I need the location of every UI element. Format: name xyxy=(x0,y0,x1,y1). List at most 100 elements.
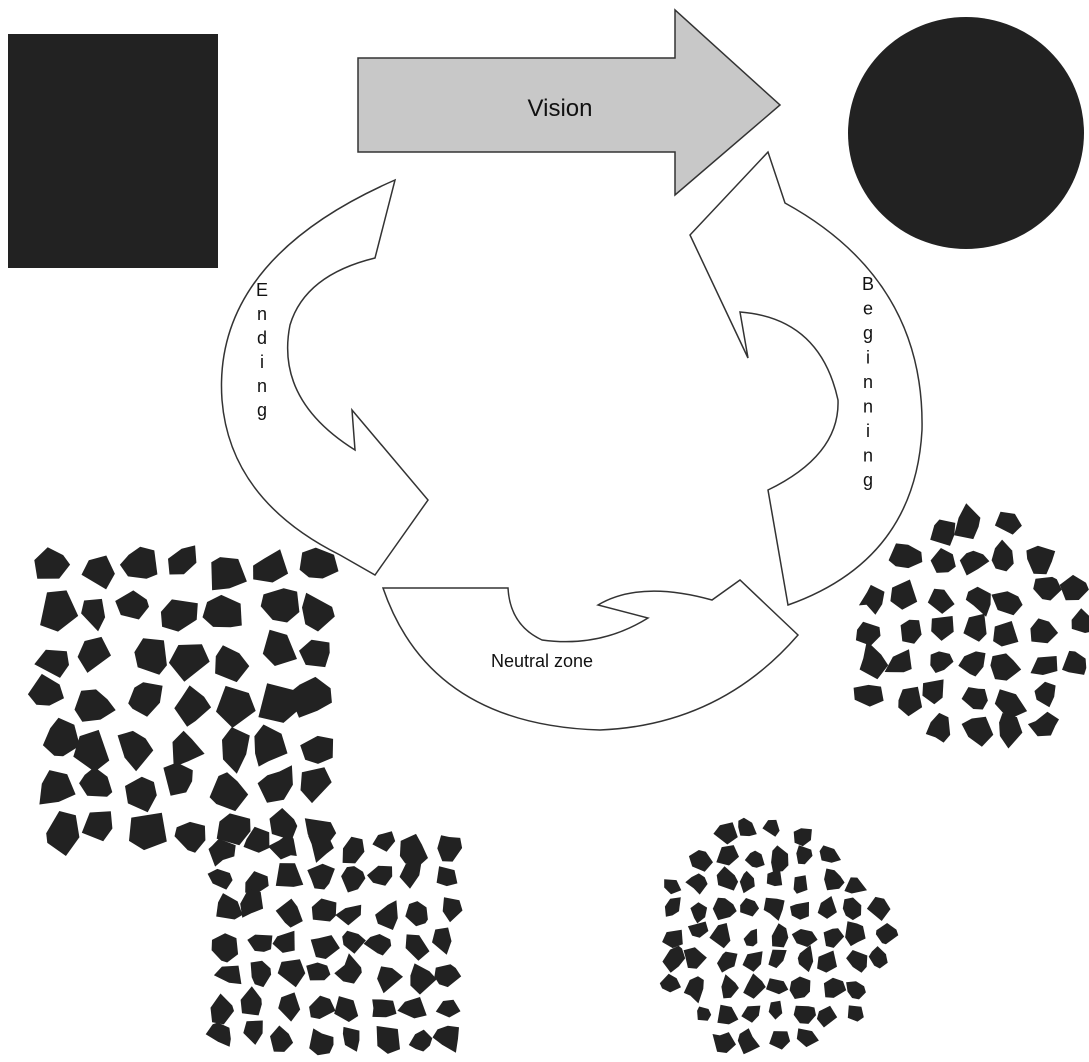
fragment xyxy=(432,927,452,955)
fragment xyxy=(930,651,954,673)
fragment xyxy=(855,621,881,646)
fragment xyxy=(845,921,866,947)
fragment xyxy=(74,689,116,722)
fragment xyxy=(275,898,303,928)
fragment xyxy=(954,503,981,540)
fragment xyxy=(884,649,912,673)
fragment xyxy=(405,934,430,961)
fragment xyxy=(842,897,862,921)
fragment xyxy=(262,629,297,666)
fragment xyxy=(853,684,884,707)
fragment xyxy=(925,712,951,743)
fragment xyxy=(888,543,923,569)
fragment xyxy=(927,588,955,614)
fragment xyxy=(817,950,837,973)
fragment xyxy=(79,767,113,797)
fragment xyxy=(712,1032,736,1053)
fragment xyxy=(168,545,197,575)
fragment xyxy=(405,901,428,927)
fragment xyxy=(875,923,899,945)
fragment xyxy=(796,845,813,865)
fragment xyxy=(300,735,334,764)
fragment xyxy=(994,511,1022,535)
fragment xyxy=(289,676,332,718)
fragment xyxy=(965,586,991,617)
fragment xyxy=(1071,608,1089,633)
fragment xyxy=(342,836,365,864)
fragment xyxy=(342,930,366,954)
fragment xyxy=(1030,618,1059,644)
neutral-zone-arrow: Neutral zone xyxy=(381,579,800,731)
fragment xyxy=(664,897,681,917)
fragment xyxy=(202,594,242,628)
fragment xyxy=(697,1006,712,1021)
fragment xyxy=(721,974,739,999)
fragment xyxy=(437,835,463,862)
fragment xyxy=(793,875,808,894)
fragment xyxy=(81,598,106,632)
fragment xyxy=(1059,574,1089,601)
fragment xyxy=(243,826,270,853)
fragment xyxy=(690,902,708,924)
fragment xyxy=(208,838,236,867)
fragment xyxy=(999,713,1023,749)
fragment xyxy=(115,590,149,620)
fragment xyxy=(375,900,398,930)
fragment xyxy=(247,934,273,952)
fragment xyxy=(846,981,866,1000)
fragment xyxy=(73,729,110,772)
fragment xyxy=(1030,656,1058,675)
fragment xyxy=(991,591,1023,616)
fragment xyxy=(796,1028,819,1048)
fragment xyxy=(209,772,249,812)
fragment xyxy=(823,977,847,998)
fragment xyxy=(300,767,332,804)
fragment xyxy=(125,776,157,813)
fragment xyxy=(240,888,264,918)
fragment xyxy=(77,636,111,673)
fragment xyxy=(399,833,428,868)
fragment xyxy=(743,973,766,999)
fragment xyxy=(859,640,889,680)
fragment xyxy=(258,683,299,723)
fragment xyxy=(659,973,681,993)
fragment xyxy=(791,929,818,947)
fragment xyxy=(990,653,1022,681)
fragment xyxy=(334,953,362,984)
fragment xyxy=(299,639,330,668)
fragment xyxy=(377,966,403,994)
fragment xyxy=(744,850,765,868)
fragment xyxy=(408,1029,433,1052)
fragment xyxy=(743,928,758,947)
fragment xyxy=(688,850,713,872)
fragment xyxy=(958,651,986,677)
fragment xyxy=(272,930,295,953)
fragment xyxy=(376,1026,400,1054)
fragment xyxy=(816,1005,838,1028)
fragment xyxy=(211,933,239,963)
fragment xyxy=(717,951,738,973)
fragment xyxy=(81,555,115,590)
fragment xyxy=(868,946,888,969)
fragment xyxy=(399,863,422,889)
fragment xyxy=(959,550,990,576)
fragment xyxy=(766,868,783,887)
fragment xyxy=(771,923,789,948)
fragment xyxy=(410,963,437,995)
fragment xyxy=(222,727,250,774)
fragment xyxy=(742,951,763,972)
fragment xyxy=(771,845,789,872)
fragment xyxy=(683,947,707,969)
fragment xyxy=(129,812,167,851)
fragmented-circle-large xyxy=(853,503,1089,749)
fragment xyxy=(309,1028,334,1056)
fragment xyxy=(993,621,1019,647)
fragment xyxy=(442,897,463,923)
fragment xyxy=(890,579,918,610)
fragment xyxy=(846,950,868,973)
fragment xyxy=(436,866,458,887)
fragment xyxy=(662,945,686,973)
